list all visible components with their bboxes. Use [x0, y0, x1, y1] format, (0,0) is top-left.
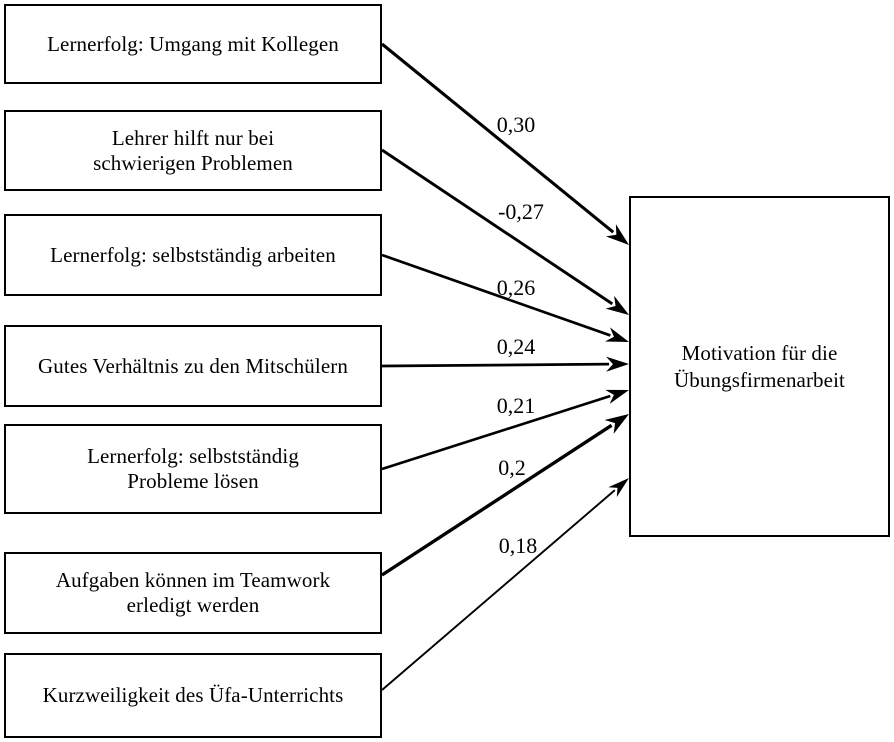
edge-line-umgang-kollegen — [381, 42, 615, 234]
predictor-label: Lernerfolg: selbstständig Probleme lösen — [87, 444, 299, 493]
predictor-label: Lernerfolg: selbstständig arbeiten — [50, 242, 336, 267]
target-label: Motivation für die Übungsfirmenarbeit — [674, 340, 845, 392]
edge-coefficient-verhaeltnis-mitschueler: 0,24 — [496, 334, 536, 359]
predictor-box-probleme-loesen[interactable]: Lernerfolg: selbstständig Probleme lösen — [4, 424, 382, 514]
edge-coefficient-lehrer-hilft: -0,27 — [498, 199, 544, 224]
edge-coefficient-probleme-loesen: 0,21 — [496, 393, 536, 418]
edge-arrowhead-umgang-kollegen — [605, 224, 629, 245]
predictor-label: Lernerfolg: Umgang mit Kollegen — [47, 31, 339, 56]
edge-coefficient-kurzweiligkeit: 0,18 — [498, 533, 538, 558]
predictor-label: Aufgaben können im Teamwork erledigt wer… — [55, 568, 331, 617]
edge-coefficient-selbststaendig-arbeiten: 0,26 — [496, 275, 536, 300]
edge-arrowhead-probleme-loesen — [605, 389, 629, 404]
edge-coefficient-umgang-kollegen: 0,30 — [496, 112, 536, 137]
predictor-box-teamwork[interactable]: Aufgaben können im Teamwork erledigt wer… — [4, 552, 382, 634]
predictor-box-kurzweiligkeit[interactable]: Kurzweiligkeit des Üfa-Unterrichts — [4, 653, 382, 738]
edge-line-kurzweiligkeit — [381, 489, 616, 691]
edge-arrowhead-verhaeltnis-mitschueler — [606, 356, 629, 372]
edge-arrowhead-lehrer-hilft — [605, 295, 629, 315]
predictor-label: Lehrer hilft nur bei schwierigen Problem… — [93, 125, 293, 175]
edge-arrowhead-teamwork — [604, 414, 629, 434]
predictor-box-verhaeltnis-mitschueler[interactable]: Gutes Verhältnis zu den Mitschülern — [4, 325, 382, 407]
edge-arrowhead-selbststaendig-arbeiten — [605, 327, 629, 342]
edge-line-probleme-loesen — [381, 394, 611, 471]
target-box-motivation[interactable]: Motivation für die Übungsfirmenarbeit — [629, 196, 890, 537]
predictor-box-umgang-kollegen[interactable]: Lernerfolg: Umgang mit Kollegen — [4, 4, 382, 84]
predictor-box-lehrer-hilft[interactable]: Lehrer hilft nur bei schwierigen Problem… — [4, 110, 382, 191]
edge-line-selbststaendig-arbeiten — [381, 253, 611, 337]
predictor-label: Gutes Verhältnis zu den Mitschülern — [38, 353, 348, 378]
edge-line-lehrer-hilft — [381, 148, 614, 306]
predictor-label: Kurzweiligkeit des Üfa-Unterrichts — [42, 683, 344, 708]
edge-line-teamwork — [381, 423, 613, 577]
edge-line-verhaeltnis-mitschueler — [381, 362, 610, 368]
predictor-box-selbststaendig-arbeiten[interactable]: Lernerfolg: selbstständig arbeiten — [4, 214, 382, 296]
edge-arrowhead-kurzweiligkeit — [608, 478, 629, 498]
edge-coefficient-teamwork: 0,2 — [498, 455, 526, 480]
